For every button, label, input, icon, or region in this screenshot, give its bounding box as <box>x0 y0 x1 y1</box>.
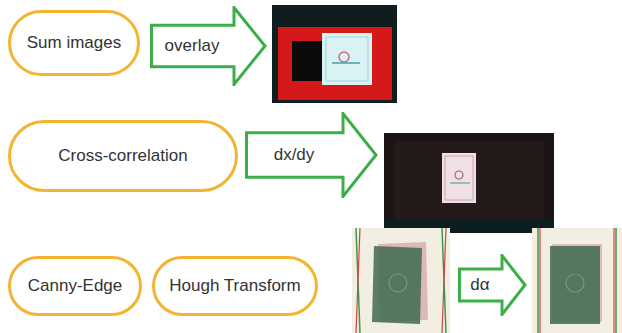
method-label: Cross-correlation <box>58 146 187 166</box>
arrow-label: dx/dy <box>274 145 315 165</box>
arrow-outline <box>458 254 528 316</box>
step-arrow: dα <box>458 254 528 316</box>
correlation-image <box>384 133 554 233</box>
method-pill: Canny-Edge <box>8 256 142 316</box>
step-arrow: overlay <box>150 6 268 86</box>
step-arrow: dx/dy <box>245 112 379 198</box>
arrow-label: overlay <box>165 36 220 56</box>
method-label: Canny-Edge <box>28 276 123 296</box>
method-pill: Sum images <box>8 10 140 76</box>
method-label: Sum images <box>27 33 121 53</box>
method-pill: Cross-correlation <box>8 120 238 192</box>
after-image <box>532 228 622 333</box>
arrow-shape <box>247 114 377 197</box>
arrow-label: dα <box>470 275 489 295</box>
arrow-shape <box>460 256 526 315</box>
method-label: Hough Transform <box>169 276 300 296</box>
method-pill: Hough Transform <box>152 256 318 316</box>
before-image <box>352 228 450 333</box>
overlay-image <box>272 5 397 103</box>
arrow-shape <box>152 8 266 85</box>
